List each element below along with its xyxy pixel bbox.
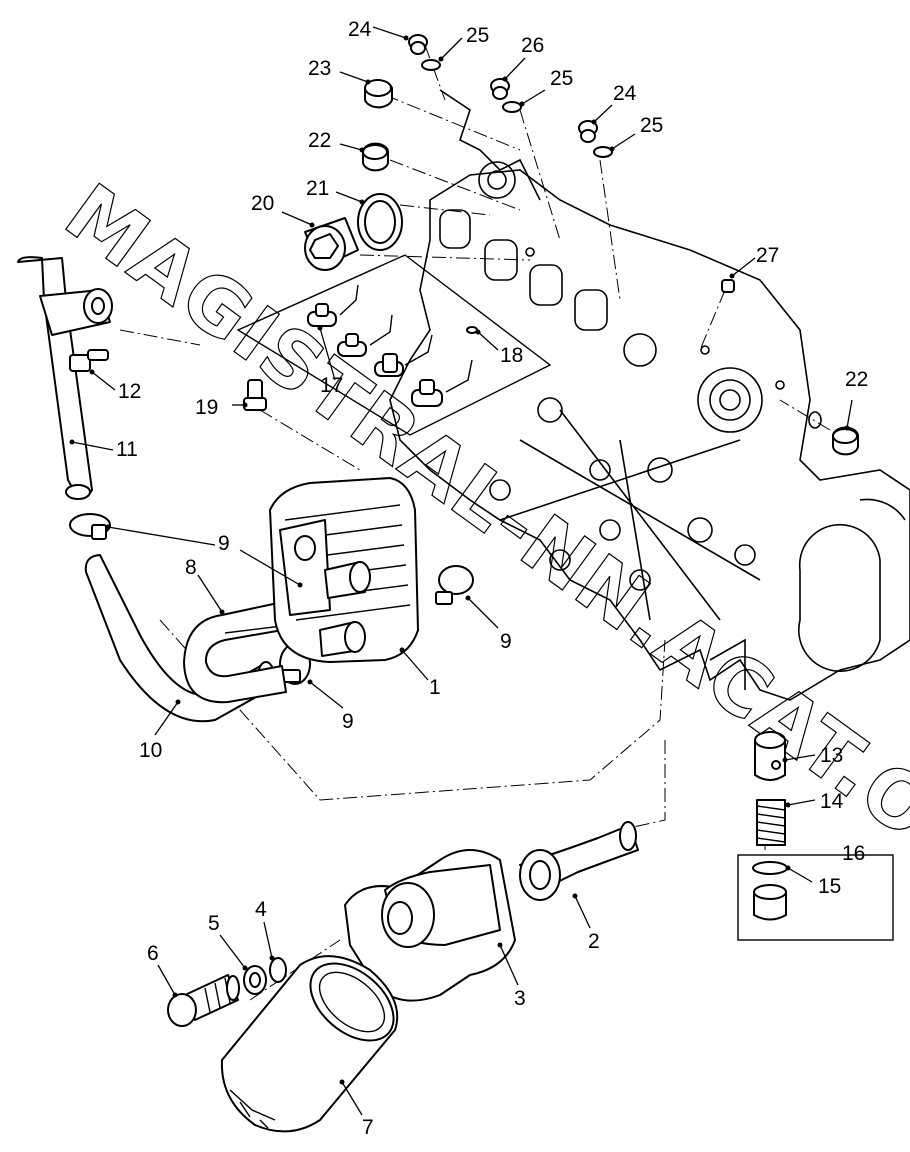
spring-14 xyxy=(756,799,786,846)
plug-26 xyxy=(490,78,510,100)
oil-filter-7 xyxy=(220,955,399,1133)
washer-18 xyxy=(466,326,478,334)
fitting-1 xyxy=(307,284,359,327)
callout-5: 5 xyxy=(208,912,220,935)
relief-valve-13 xyxy=(754,731,786,781)
seal-21 xyxy=(357,193,403,251)
bolt-6 xyxy=(167,974,240,1027)
callout-13: 13 xyxy=(820,744,843,767)
callout-19: 19 xyxy=(195,396,218,419)
plug-24b xyxy=(578,120,598,143)
plug-23 xyxy=(364,79,393,109)
seal-ring-15 xyxy=(752,861,788,875)
plug-20 xyxy=(304,217,359,271)
callout-9-left: 9 xyxy=(218,532,230,555)
assembly-center-lines xyxy=(119,44,831,1001)
bolt-12 xyxy=(69,349,109,372)
callout-10: 10 xyxy=(139,739,162,762)
clamp-9c xyxy=(435,565,474,605)
fitting-2 xyxy=(337,314,393,357)
fitting-3 xyxy=(374,334,433,377)
callout-22-top: 22 xyxy=(308,129,331,152)
callout-2: 2 xyxy=(588,930,600,953)
callout-labels: 24 25 23 26 25 24 25 22 21 20 27 22 18 1… xyxy=(116,18,868,1139)
oil-cooler-1 xyxy=(269,477,419,663)
callout-26: 26 xyxy=(521,34,544,57)
callout-27: 27 xyxy=(756,244,779,267)
hose-11 xyxy=(17,256,113,500)
callout-15: 15 xyxy=(818,875,841,898)
callout-22-right: 22 xyxy=(845,368,868,391)
callout-20: 20 xyxy=(251,192,274,215)
callout-23: 23 xyxy=(308,57,331,80)
callout-25-mid: 25 xyxy=(550,67,573,90)
o-ring-25c xyxy=(593,146,613,158)
callout-21: 21 xyxy=(306,177,329,200)
callout-11: 11 xyxy=(116,438,138,461)
callout-8: 8 xyxy=(185,556,197,579)
callout-24-top: 24 xyxy=(348,18,372,41)
callout-17: 17 xyxy=(320,374,343,397)
callout-1: 1 xyxy=(429,676,441,699)
callout-7: 7 xyxy=(362,1116,374,1139)
cooler-port-upper xyxy=(324,561,371,599)
filter-head-3 xyxy=(344,849,516,1002)
bolt-19 xyxy=(243,379,267,411)
o-ring-4 xyxy=(269,957,287,983)
leader-lines xyxy=(69,26,853,1116)
plug-24a xyxy=(408,34,428,55)
o-ring-25b xyxy=(502,101,522,113)
kit-box-16 xyxy=(737,854,894,941)
callout-3: 3 xyxy=(514,987,526,1010)
plug-22b xyxy=(832,426,859,456)
plug-22a xyxy=(362,142,389,172)
callout-9-bottom: 9 xyxy=(342,710,354,733)
callout-18: 18 xyxy=(500,344,523,367)
washer-5 xyxy=(243,965,267,995)
callout-14: 14 xyxy=(820,790,844,813)
callout-4: 4 xyxy=(255,898,267,921)
callout-12: 12 xyxy=(118,380,141,403)
cooler-port-lower xyxy=(319,621,366,657)
connector-kit-box xyxy=(236,254,552,436)
callout-24-right: 24 xyxy=(613,82,637,105)
screw-27 xyxy=(721,279,735,293)
callout-16: 16 xyxy=(842,842,865,865)
callout-6: 6 xyxy=(147,942,159,965)
o-ring-25a xyxy=(421,59,441,71)
callout-25-right: 25 xyxy=(640,114,663,137)
callout-9-right: 9 xyxy=(500,630,512,653)
fitting-4 xyxy=(411,359,473,407)
clamp-9a xyxy=(69,513,111,540)
adapter-2 xyxy=(519,821,639,901)
callout-25-top: 25 xyxy=(466,24,489,47)
